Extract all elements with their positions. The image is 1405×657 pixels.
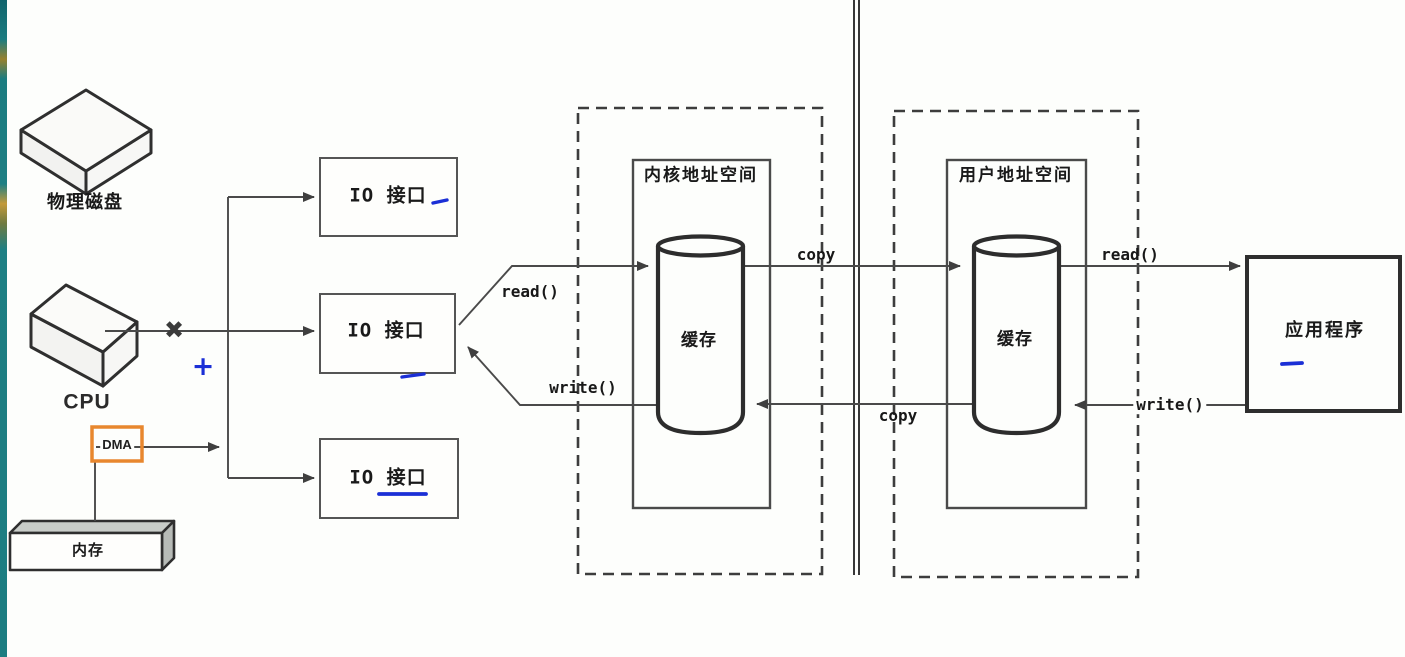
- kernel-cache-cylinder: [655, 234, 746, 436]
- cpu-icon: [29, 283, 139, 388]
- annotation-underline-io1: [431, 198, 449, 205]
- copy-to-user-label: copy: [796, 245, 836, 265]
- io-boxes: [319, 157, 459, 519]
- memory-icon: [8, 519, 176, 572]
- annotation-underline-app: [1280, 361, 1304, 366]
- arrow-read-io2-to-kernel-cache: [458, 261, 649, 326]
- arrow-write-kernel-cache-to-io2: [467, 346, 658, 406]
- memory-label: 内存: [71, 542, 105, 559]
- cross-annotation: ✖: [163, 315, 185, 344]
- user-space-dashed-box: [892, 109, 1140, 579]
- cpu-label: CPU: [63, 390, 111, 414]
- kernel-user-boundary-line: [853, 0, 860, 575]
- user-cache-cylinder: [971, 234, 1062, 436]
- io-interface-1-label: IO 接口: [349, 184, 427, 207]
- dma-label: DMA: [100, 436, 134, 453]
- read-app-label: read(): [1101, 245, 1159, 265]
- annotation-underline-io2: [400, 372, 426, 379]
- kernel-space-dashed-box: [576, 106, 824, 576]
- io-interface-3-label: IO 接口: [349, 466, 427, 489]
- write-syscall-label: write(): [549, 378, 617, 398]
- application-label: 应用程序: [1285, 320, 1365, 341]
- physical-disk-icon: [19, 88, 153, 196]
- flow-lines: [458, 261, 1247, 410]
- io-interface-1-box: [319, 157, 458, 237]
- kernel-space-title: 内核地址空间: [644, 165, 758, 185]
- application-box: [1245, 255, 1402, 413]
- user-space-title: 用户地址空间: [959, 165, 1073, 185]
- plus-annotation: +: [191, 351, 215, 383]
- kernel-cache-label: 缓存: [681, 330, 717, 350]
- dma-highlight-box: [90, 425, 144, 463]
- desktop-edge-strip: [0, 0, 7, 657]
- io-interface-2-label: IO 接口: [347, 319, 425, 342]
- user-cache-label: 缓存: [997, 329, 1033, 349]
- io-interface-2-box: [319, 293, 456, 374]
- copy-to-kernel-label: copy: [878, 406, 918, 426]
- write-app-label: write(): [1133, 396, 1207, 414]
- physical-disk-label: 物理磁盘: [47, 192, 123, 213]
- blue-annotations: [377, 198, 1304, 496]
- io-interface-3-box: [319, 438, 459, 519]
- read-syscall-label: read(): [501, 282, 559, 302]
